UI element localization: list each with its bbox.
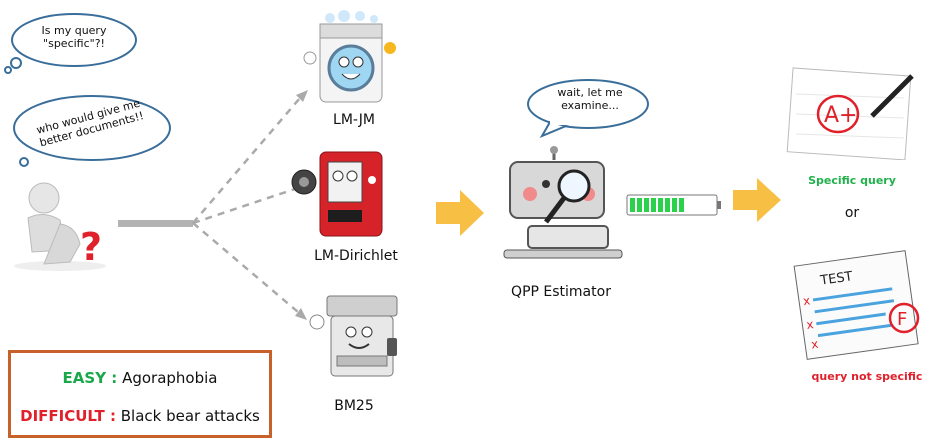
speech-bubble: [527, 79, 649, 138]
easy-row: EASY : Agoraphobia: [11, 369, 269, 387]
arrow-to-lmjm: [192, 97, 301, 224]
arrow-to-results: [733, 178, 781, 222]
arrow-to-estimator: [436, 190, 484, 236]
failed-test-paper-icon: TEST xxx F: [793, 250, 920, 360]
thought-cloud-1: [4, 13, 137, 74]
result-not-specific: query not specific: [811, 370, 923, 383]
model-label-bm25: BM25: [334, 398, 374, 414]
thought-1-text: Is my query "specific"?!: [41, 24, 107, 50]
arrow-to-dirichlet: [192, 186, 299, 225]
easy-value: Agoraphobia: [122, 369, 218, 387]
robot-magnifier-icon: [503, 146, 623, 259]
svg-text:x: x: [802, 293, 811, 308]
difficult-row: DIFFICULT : Black bear attacks: [11, 407, 269, 425]
svg-text:x: x: [810, 337, 819, 352]
svg-text:?: ?: [80, 225, 102, 269]
svg-text:x: x: [805, 317, 814, 332]
thinking-person-icon: ?: [14, 182, 106, 271]
result-or: or: [844, 205, 860, 221]
vending-machine-icon: [291, 151, 383, 237]
washing-machine-icon: [303, 10, 396, 103]
svg-text:A+: A+: [824, 103, 857, 128]
difficult-value: Black bear attacks: [120, 407, 260, 425]
easy-label: EASY :: [62, 369, 118, 387]
difficult-label: DIFFICULT :: [20, 407, 116, 425]
result-specific: Specific query: [808, 174, 896, 187]
a-plus-paper-icon: A+: [786, 67, 914, 160]
model-label-lmjm: LM-JM: [333, 112, 375, 128]
progress-battery-icon: [626, 194, 721, 216]
svg-text:F: F: [897, 309, 907, 330]
svg-text:TEST: TEST: [818, 269, 853, 289]
estimator-label: QPP Estimator: [511, 284, 611, 300]
speech-text: wait, let me examine...: [557, 86, 623, 112]
example-queries-box: EASY : Agoraphobia DIFFICULT : Black bea…: [8, 350, 272, 438]
copier-machine-icon: [309, 295, 398, 377]
query-bar: [118, 220, 193, 227]
thought-cloud-2: [13, 95, 171, 167]
model-label-dirichlet: LM-Dirichlet: [314, 248, 398, 264]
arrow-to-bm25: [192, 222, 299, 313]
